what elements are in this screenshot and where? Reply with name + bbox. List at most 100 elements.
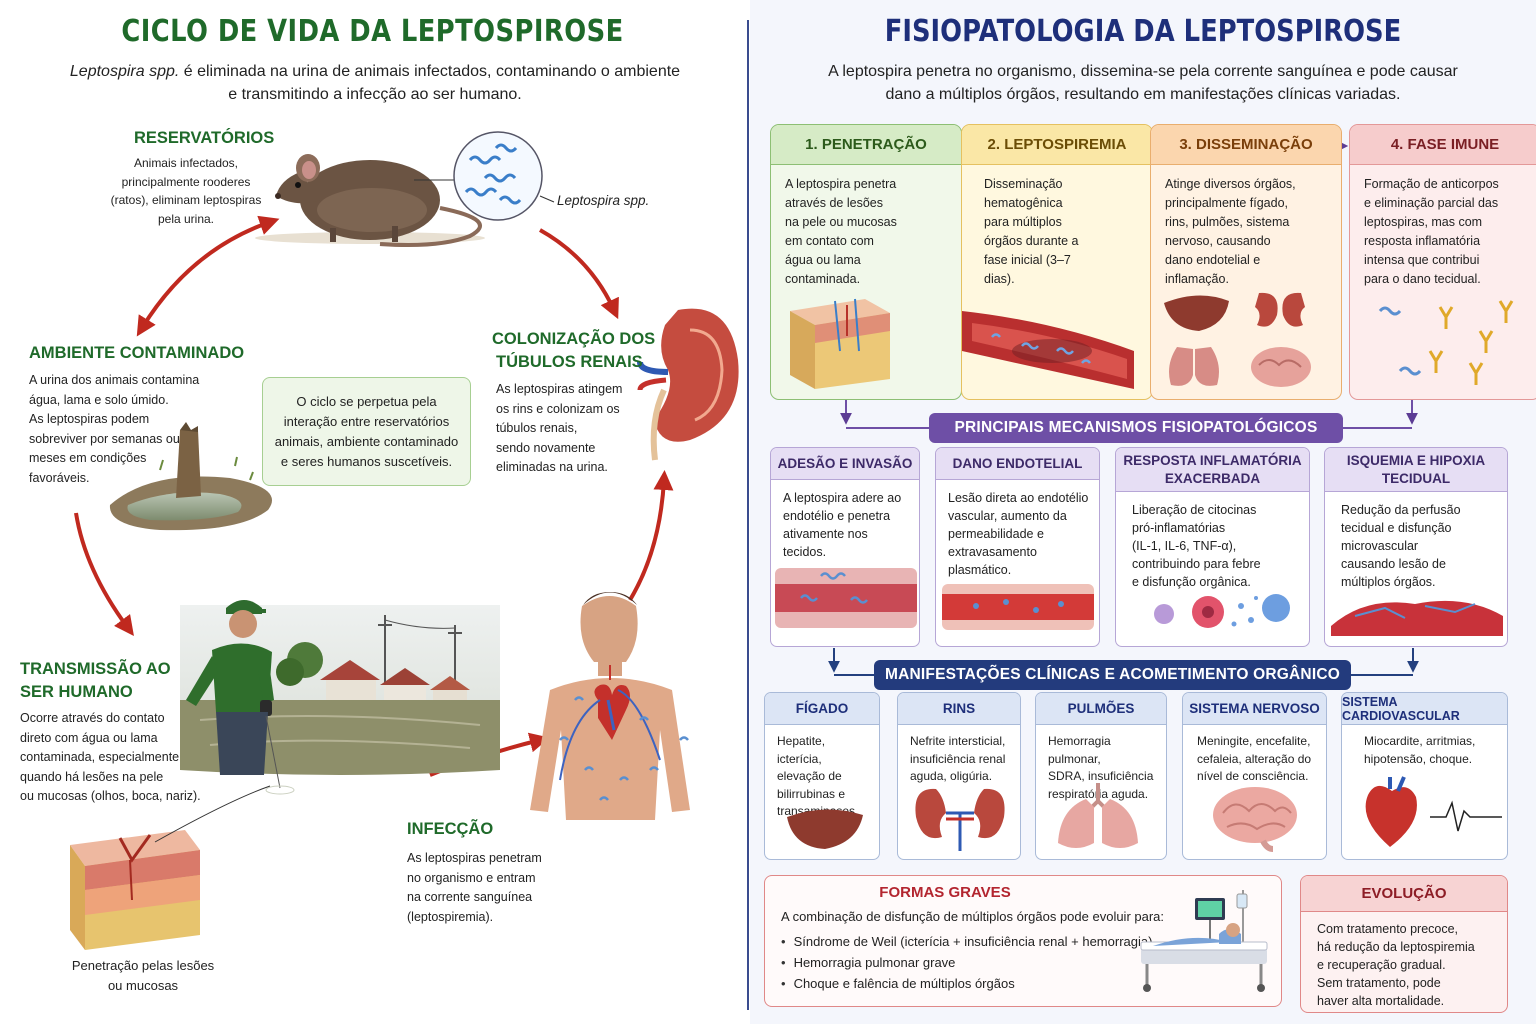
mechanism-line: contribuindo para febre bbox=[1132, 557, 1261, 571]
mechanism-line: Liberação de citocinas bbox=[1132, 503, 1257, 517]
organ-title: SISTEMA NERVOSO bbox=[1183, 693, 1326, 725]
phase-line: água ou lama bbox=[785, 253, 861, 267]
left-title: CICLO DE VIDA DA LEPTOSPIROSE bbox=[121, 14, 624, 49]
environment-line: sobreviver por semanas ou bbox=[29, 431, 180, 446]
organ-card-cardiovascular: SISTEMA CARDIOVASCULAR Miocardite, arrit… bbox=[1341, 692, 1508, 860]
organ-title: SISTEMA CARDIOVASCULAR bbox=[1342, 693, 1507, 725]
mechanism-text: Redução da perfusão tecidual e disfunção… bbox=[1325, 492, 1507, 591]
evolution-line: haver alta mortalidade. bbox=[1317, 994, 1445, 1008]
organ-line: cefaleia, alteração do bbox=[1197, 751, 1312, 766]
cycle-arrow-environment-to-transmission bbox=[74, 512, 134, 637]
heart-ecg-icon bbox=[1365, 776, 1502, 847]
colonization-line: túbulos renais, bbox=[496, 421, 578, 435]
evolution-text: Com tratamento precoce, há redução da le… bbox=[1301, 912, 1507, 1010]
environment-line: favoráveis. bbox=[29, 470, 90, 485]
panel-divider bbox=[747, 20, 749, 1010]
organ-line: Miocardite, arritmias, bbox=[1364, 734, 1476, 748]
organ-card-kidneys: RINS Nefrite intersticial, insuficiência… bbox=[897, 692, 1021, 860]
organ-card-lungs: PULMÕES Hemorragia pulmonar, SDRA, insuf… bbox=[1035, 692, 1167, 860]
phase-line: fase inicial (3–7 bbox=[984, 253, 1071, 267]
ischemic-tissue-icon bbox=[1331, 600, 1503, 636]
lungs-icon bbox=[1058, 783, 1138, 848]
cycle-arrow-infection-to-kidney bbox=[628, 470, 674, 602]
mechanism-line: plasmático. bbox=[948, 563, 1012, 577]
phase-card-penetration: 1. PENETRAÇÃO A leptospira penetra atrav… bbox=[770, 124, 962, 400]
organ-line: Nefrite intersticial, bbox=[910, 734, 1006, 748]
severe-forms-list: Síndrome de Weil (icterícia + insuficiên… bbox=[781, 931, 1153, 994]
brain-icon bbox=[1251, 347, 1311, 387]
mechanism-line: (IL-1, IL-6, TNF-α), bbox=[1132, 539, 1237, 553]
liver-icon bbox=[1164, 295, 1229, 331]
skin-lesion-illustration bbox=[70, 830, 200, 950]
mechanism-title: ADESÃO E INVASÃO bbox=[771, 448, 919, 480]
organ-line: nível de consciência. bbox=[1197, 769, 1309, 783]
mechanism-text: Lesão direta ao endotélio vascular, aume… bbox=[936, 480, 1099, 579]
phase-line: hematogênica bbox=[984, 196, 1063, 210]
evolution-line: Com tratamento precoce, bbox=[1317, 922, 1459, 936]
mechanism-title-line: ISQUEMIA E HIPOXIA bbox=[1346, 452, 1486, 468]
colonization-line: os rins e colonizam os bbox=[496, 401, 620, 416]
colonization-heading: COLONIZAÇÃO DOS TÚBULOS RENAIS bbox=[492, 328, 655, 374]
mechanism-line: A leptospira adere ao bbox=[783, 491, 902, 505]
mechanism-line: endotélio e penetra bbox=[783, 509, 891, 523]
phase-title: 2. LEPTOSPIREMIA bbox=[962, 125, 1152, 165]
transmission-line: Ocorre através do contato bbox=[20, 711, 165, 725]
organ-title: RINS bbox=[898, 693, 1020, 725]
environment-line: As leptospiras podem bbox=[29, 412, 150, 426]
infection-line: na corrente sanguínea bbox=[407, 890, 533, 904]
severe-forms-intro: A combinação de disfunção de múltiplos ó… bbox=[781, 909, 1165, 924]
right-subtitle-line: A leptospira penetra no organismo, disse… bbox=[828, 63, 1458, 80]
transmission-line: quando há lesões na pele bbox=[20, 769, 164, 784]
severe-forms-item: Choque e falência de múltiplos órgãos bbox=[781, 973, 1152, 994]
mechanism-title-line: RESPOSTA INFLAMATÓRIA bbox=[1123, 452, 1302, 468]
mechanism-title: DANO ENDOTELIAL bbox=[936, 448, 1099, 480]
phase-card-immune: 4. FASE IMUNE Formação de anticorpos e e… bbox=[1349, 124, 1536, 400]
mechanism-line: tecidual e disfunção bbox=[1341, 521, 1452, 535]
mechanism-line: e disfunção orgânica. bbox=[1132, 575, 1251, 589]
mechanism-title: ISQUEMIA E HIPOXIA TECIDUAL bbox=[1325, 448, 1507, 492]
environment-line: A urina dos animais contamina bbox=[29, 373, 200, 387]
mechanism-line: múltiplos órgãos. bbox=[1341, 575, 1436, 589]
organ-text: Miocardite, arritmias, hipotensão, choqu… bbox=[1342, 725, 1507, 768]
kidney-illustration bbox=[637, 308, 739, 461]
colonization-text: As leptospiras atingem os rins e coloniz… bbox=[496, 380, 622, 478]
colonization-line: sendo novamente bbox=[496, 440, 596, 455]
organ-card-liver: FÍGADO Hepatite, icterícia, elevação de … bbox=[764, 692, 880, 860]
infection-line: no organismo e entram bbox=[407, 870, 536, 885]
colonization-line: eliminadas na urina. bbox=[496, 460, 608, 474]
human-infection-illustration bbox=[530, 592, 690, 820]
transmission-heading-line: SER HUMANO bbox=[20, 683, 133, 701]
organs-icon bbox=[1164, 292, 1311, 387]
right-subtitle-line: dano a múltiplos órgãos, resultando em m… bbox=[885, 86, 1401, 103]
brain-icon bbox=[1213, 787, 1297, 852]
colonization-heading-line: TÚBULOS RENAIS bbox=[496, 353, 643, 371]
right-subtitle: A leptospira penetra no organismo, disse… bbox=[770, 60, 1516, 106]
phase-line: rins, pulmões, sistema bbox=[1165, 215, 1290, 229]
reservoirs-line: principalmente rooderes bbox=[121, 174, 251, 189]
blood-vessel-icon bbox=[962, 311, 1134, 389]
mechanism-title: RESPOSTA INFLAMATÓRIA EXACERBADA bbox=[1116, 448, 1309, 492]
phase-title: 3. DISSEMINAÇÃO bbox=[1151, 125, 1341, 165]
phase-text: Atinge diversos órgãos, principalmente f… bbox=[1151, 165, 1341, 289]
phase-card-leptospiremia: 2. LEPTOSPIREMIA Disseminação hematogêni… bbox=[961, 124, 1153, 400]
infection-line: (leptospiremia). bbox=[407, 909, 494, 924]
evolution-line: há redução da leptospiremia bbox=[1317, 940, 1475, 954]
mechanism-title-line: EXACERBADA bbox=[1164, 470, 1261, 486]
organ-line: Meningite, encefalite, bbox=[1197, 734, 1311, 748]
hospital-bed-icon bbox=[1140, 890, 1268, 992]
organ-line: hipotensão, choque. bbox=[1364, 751, 1473, 766]
severe-forms-box: FORMAS GRAVES A combinação de disfunção … bbox=[764, 875, 1282, 1007]
organ-card-nervous-system: SISTEMA NERVOSO Meningite, encefalite, c… bbox=[1182, 692, 1327, 860]
environment-text: A urina dos animais contamina água, lama… bbox=[29, 371, 199, 488]
mechanism-line: ativamente nos tecidos. bbox=[783, 527, 868, 559]
phase-line: resposta inflamatória bbox=[1364, 234, 1481, 248]
mechanism-text: Liberação de citocinas pró-inflamatórias… bbox=[1116, 492, 1309, 591]
organ-line: insuficiência renal bbox=[910, 751, 1006, 766]
reservoirs-heading: RESERVATÓRIOS bbox=[134, 129, 275, 147]
mechanisms-band: PRINCIPAIS MECANISMOS FISIOPATOLÓGICOS bbox=[929, 413, 1343, 443]
skin-section-icon bbox=[790, 298, 890, 389]
mechanism-line: permeabilidade e bbox=[948, 527, 1044, 541]
infection-heading: INFECÇÃO bbox=[407, 820, 494, 838]
phase-text: A leptospira penetra através de lesões n… bbox=[771, 165, 961, 289]
organ-line: aguda, oligúria. bbox=[910, 769, 993, 783]
